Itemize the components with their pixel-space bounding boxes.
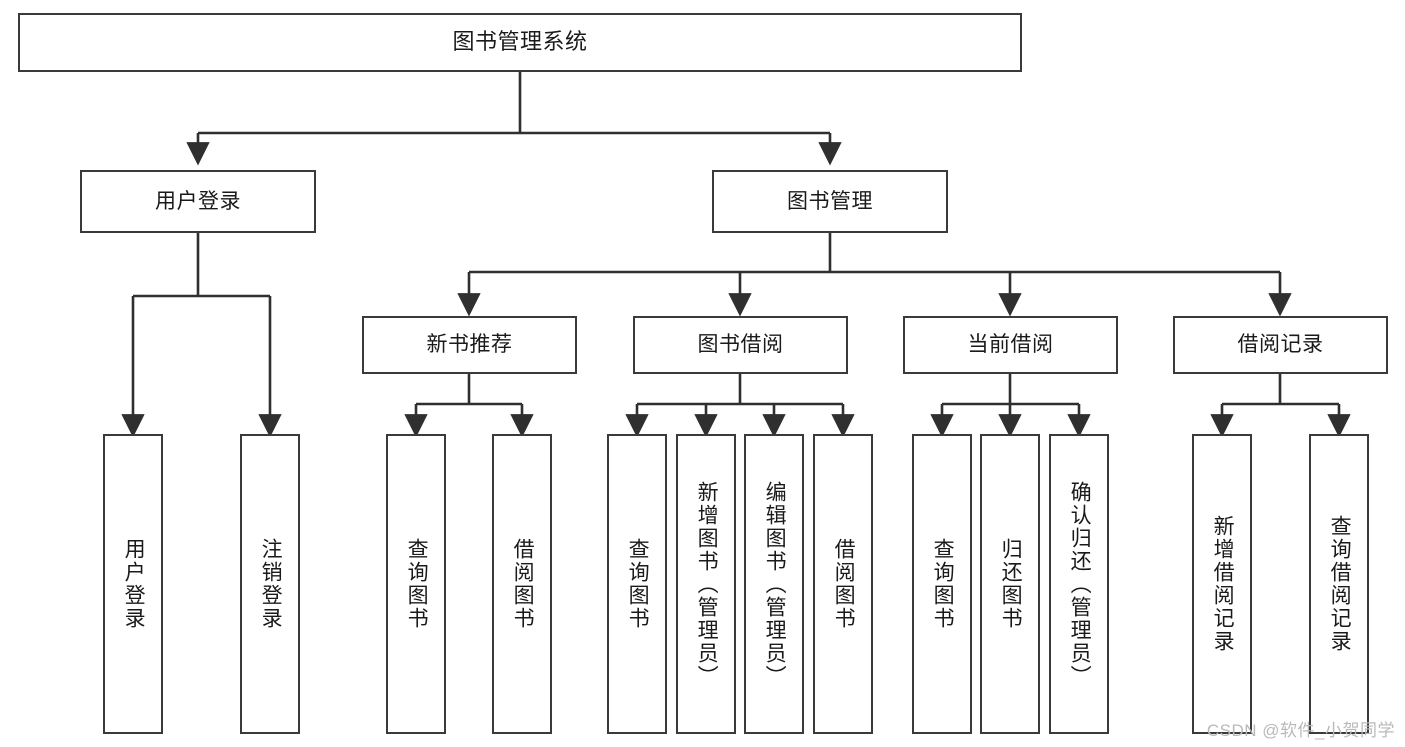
node-label: 借阅图书 (511, 538, 535, 630)
node-new-book-recommendation[interactable]: 新书推荐 (362, 316, 577, 374)
node-label: 借阅记录 (1237, 333, 1324, 357)
node-leaf-user-login[interactable]: 用户登录 (103, 434, 163, 734)
node-label: 确认归还（管理员） (1068, 480, 1092, 688)
node-root-book-management-system[interactable]: 图书管理系统 (18, 13, 1022, 72)
node-label: 图书管理系统 (452, 29, 588, 55)
node-label: 查询图书 (931, 538, 955, 630)
node-leaf-add-borrow-record[interactable]: 新增借阅记录 (1192, 434, 1252, 734)
node-label: 借阅图书 (832, 538, 856, 630)
node-book-management[interactable]: 图书管理 (712, 170, 948, 233)
csdn-watermark: CSDN @软件_小贺同学 (1206, 721, 1395, 740)
node-label: 新增图书（管理员） (695, 480, 719, 688)
node-current-borrow[interactable]: 当前借阅 (903, 316, 1118, 374)
node-label: 归还图书 (999, 538, 1023, 630)
node-leaf-return-book[interactable]: 归还图书 (980, 434, 1040, 734)
node-leaf-query-borrow-record[interactable]: 查询借阅记录 (1309, 434, 1369, 734)
node-borrow-record[interactable]: 借阅记录 (1173, 316, 1388, 374)
node-leaf-query-book-current[interactable]: 查询图书 (912, 434, 972, 734)
node-label: 查询图书 (405, 538, 429, 630)
node-label: 当前借阅 (967, 333, 1054, 357)
node-leaf-borrow-book[interactable]: 借阅图书 (813, 434, 873, 734)
node-leaf-borrow-book-new[interactable]: 借阅图书 (492, 434, 552, 734)
node-user-login[interactable]: 用户登录 (80, 170, 316, 233)
node-label: 用户登录 (122, 538, 146, 630)
node-label: 图书管理 (787, 189, 873, 213)
node-label: 新增借阅记录 (1211, 515, 1235, 653)
node-label: 图书借阅 (697, 333, 784, 357)
node-label: 编辑图书（管理员） (763, 480, 787, 688)
node-label: 用户登录 (155, 189, 241, 213)
node-label: 查询图书 (626, 538, 650, 630)
node-leaf-user-logout[interactable]: 注销登录 (240, 434, 300, 734)
node-leaf-confirm-return-admin[interactable]: 确认归还（管理员） (1049, 434, 1109, 734)
node-leaf-edit-book-admin[interactable]: 编辑图书（管理员） (744, 434, 804, 734)
node-label: 新书推荐 (426, 333, 513, 357)
node-leaf-query-book-new[interactable]: 查询图书 (386, 434, 446, 734)
node-book-borrow[interactable]: 图书借阅 (633, 316, 848, 374)
node-label: 查询借阅记录 (1328, 515, 1352, 653)
node-label: 注销登录 (259, 538, 283, 630)
node-leaf-query-book-borrow[interactable]: 查询图书 (607, 434, 667, 734)
node-leaf-add-book-admin[interactable]: 新增图书（管理员） (676, 434, 736, 734)
